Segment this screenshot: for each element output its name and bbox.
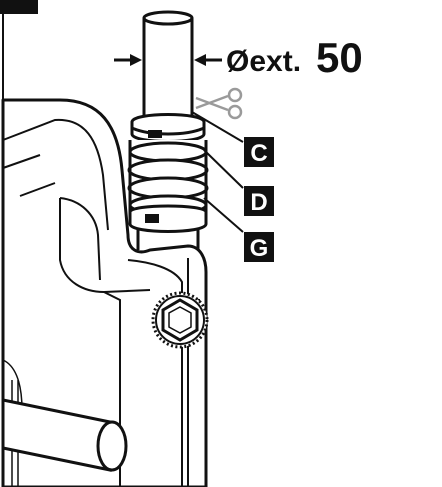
hose-clamp-bottom — [128, 204, 208, 250]
part-badge-d — [244, 186, 274, 216]
side-tube — [1, 398, 128, 472]
step-number-badge — [0, 0, 38, 14]
part-label-d: D — [250, 189, 267, 216]
arrow-right-icon — [114, 54, 142, 66]
flexible-sleeve — [127, 140, 209, 216]
part-label-g: G — [250, 235, 269, 262]
machine-housing — [1, 98, 208, 487]
diameter-value: 50 — [316, 34, 363, 81]
hex-bolt — [151, 291, 209, 349]
part-badge-g — [244, 232, 274, 262]
arrow-left-icon — [194, 54, 222, 66]
leader-lines — [191, 111, 244, 233]
part-badge-c — [244, 137, 274, 167]
hose-clamp-top — [130, 113, 206, 143]
diameter-prefix: Øext. — [226, 45, 301, 78]
scissors-icon — [195, 87, 243, 120]
part-label-c: C — [250, 140, 267, 167]
pipe — [142, 10, 194, 122]
